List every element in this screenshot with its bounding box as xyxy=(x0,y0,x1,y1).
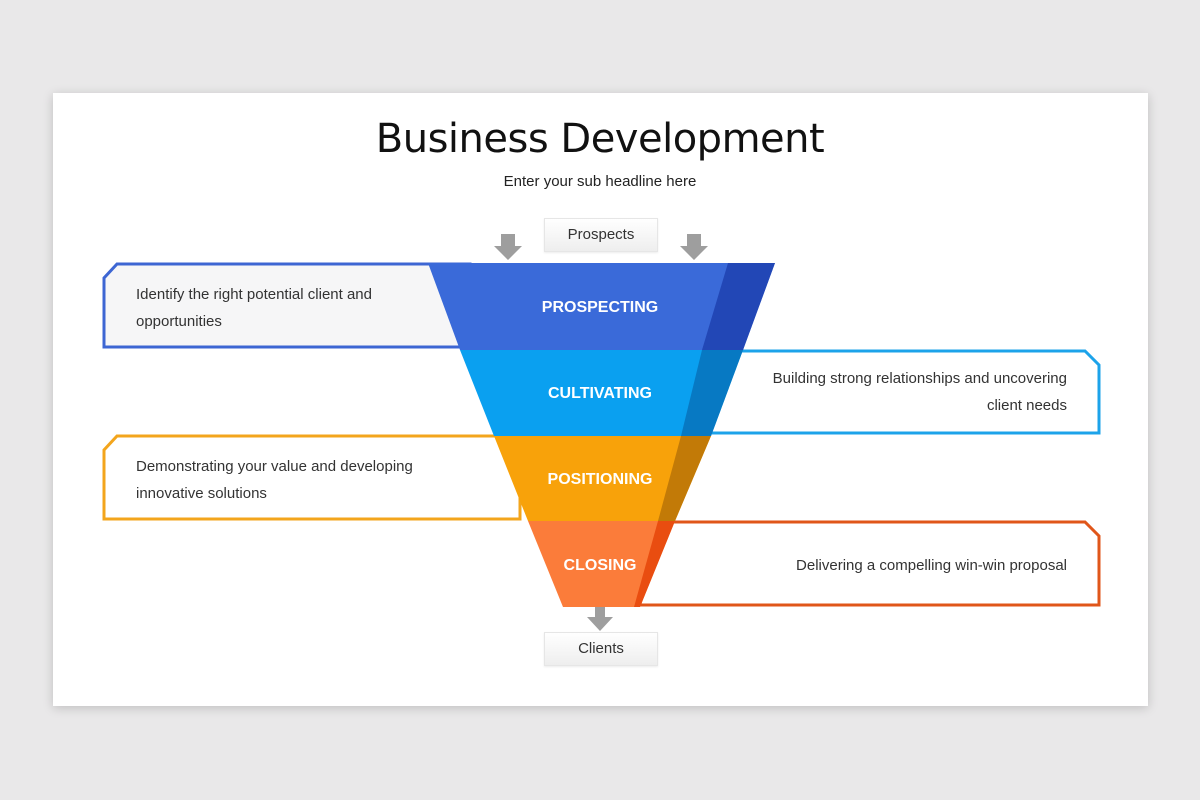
prospecting-side xyxy=(702,263,775,350)
positioning-side xyxy=(658,436,711,521)
down-arrow-icon xyxy=(680,234,708,260)
positioning-callout-box xyxy=(102,434,522,521)
cultivating-label: CULTIVATING xyxy=(548,385,652,402)
cultivating-side xyxy=(681,350,743,436)
closing-side xyxy=(634,521,675,607)
prospecting-description: Identify the right potential client and … xyxy=(136,286,372,330)
page-subtitle: Enter your sub headline here xyxy=(503,173,697,190)
positioning-description: Demonstrating your value and developing … xyxy=(136,458,413,502)
down-arrow-icon xyxy=(494,234,522,260)
down-arrow-icon xyxy=(587,607,613,631)
prospecting-label: PROSPECTING xyxy=(542,299,658,316)
cultivating-segment xyxy=(460,350,743,436)
closing-label: CLOSING xyxy=(564,557,637,574)
page-title: Business Development xyxy=(375,116,825,162)
prospects-tag: Prospects xyxy=(544,218,658,252)
prospecting-segment xyxy=(428,263,775,350)
positioning-segment xyxy=(494,436,711,521)
prospecting-callout-box xyxy=(102,262,472,349)
closing-description: Delivering a compelling win-win proposal xyxy=(796,557,1067,574)
clients-tag: Clients xyxy=(544,632,658,666)
cultivating-description: Building strong relationships and uncove… xyxy=(772,370,1067,414)
positioning-label: POSITIONING xyxy=(548,471,653,488)
closing-segment xyxy=(528,521,675,607)
